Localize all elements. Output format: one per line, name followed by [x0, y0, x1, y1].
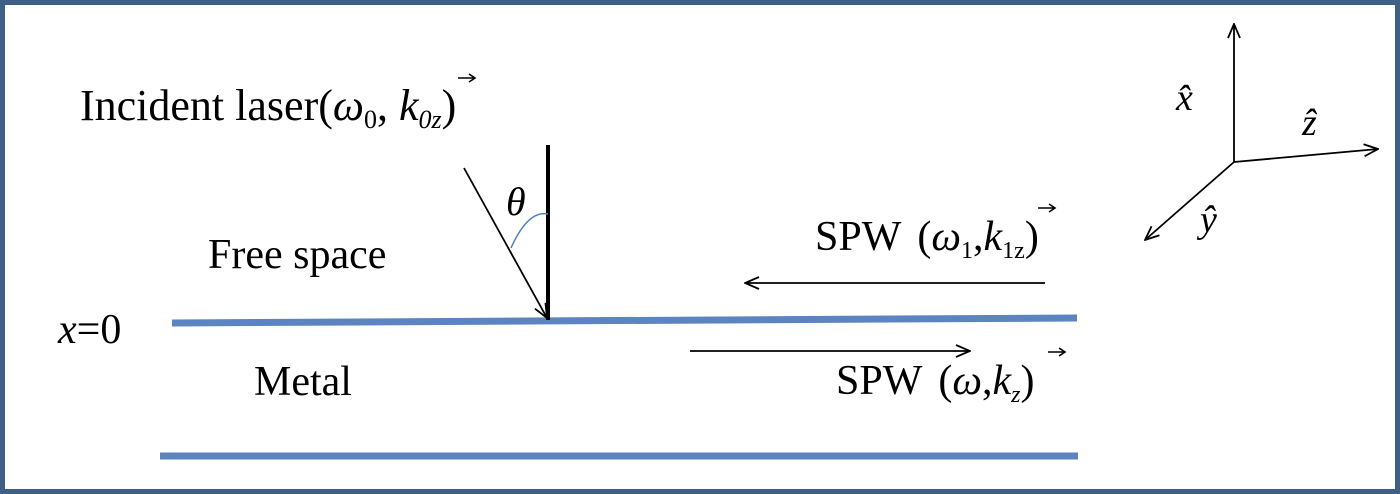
interface-position-label: x=0: [57, 307, 121, 353]
axis-z-label: ẑ: [1301, 102, 1318, 144]
angle-arc: [510, 212, 549, 249]
vector-arrow-k0: [458, 73, 477, 83]
free-space-label: Free space: [208, 232, 386, 278]
y-axis-arrow: [1145, 161, 1235, 240]
axis-y-label: ŷ: [1196, 199, 1217, 241]
incident-laser-label: Incident laser(ω0, k0z): [80, 81, 456, 134]
vector-arrow-k: [1048, 347, 1067, 357]
spw-reflected-label: SPW(ω1,k1z): [815, 214, 1039, 264]
interface-line-top: [171, 314, 1078, 327]
axis-x-label: x̂: [1175, 77, 1193, 119]
z-axis-arrow: [1233, 149, 1378, 163]
spw-transmitted-label: SPW(ω,kz): [836, 358, 1035, 408]
vector-arrow-k1: [1038, 203, 1057, 213]
theta-label: θ: [506, 179, 526, 224]
metal-label: Metal: [254, 359, 352, 405]
incident-laser-arrow: [463, 167, 547, 318]
